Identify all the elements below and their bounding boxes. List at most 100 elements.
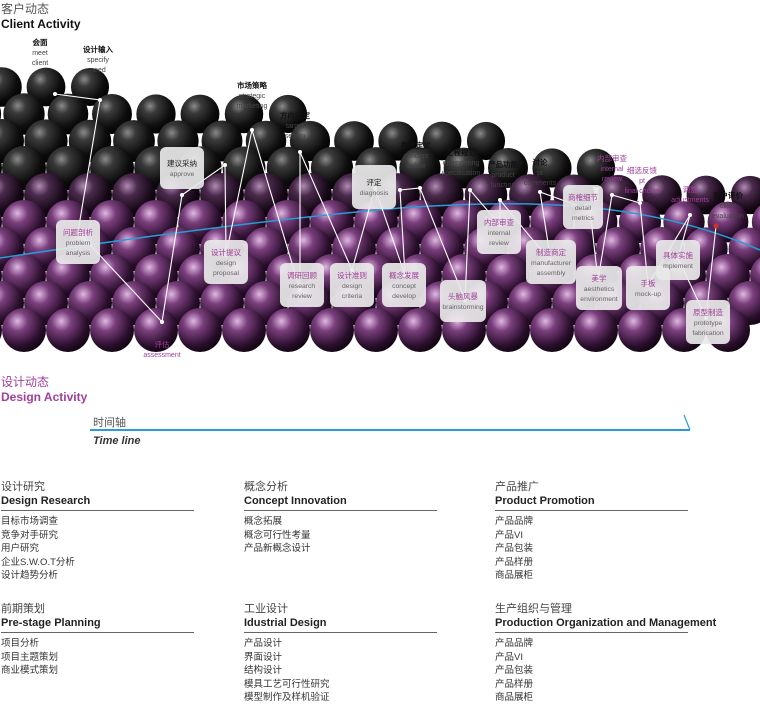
connector-dot bbox=[468, 188, 472, 192]
section-title-en: Product Promotion bbox=[495, 495, 595, 507]
section-title-cn: 概念分析 bbox=[244, 481, 288, 493]
section-item: 概念拓展 bbox=[244, 516, 283, 527]
activity-box-text: metrics bbox=[572, 215, 595, 222]
client-node-text: assessment bbox=[143, 352, 180, 359]
connector-dot bbox=[160, 320, 164, 324]
section-title-cn: 工业设计 bbox=[244, 603, 288, 615]
section-item: 用户研究 bbox=[1, 543, 40, 554]
client-node-text: meet bbox=[32, 50, 48, 57]
sphere bbox=[310, 308, 354, 352]
activity-box-text: 具体实施 bbox=[663, 250, 693, 260]
client-node-text: marketing bbox=[237, 103, 268, 110]
client-node-text: comments bbox=[524, 180, 557, 187]
client-node-text: 概念定义 bbox=[401, 140, 431, 150]
activity-box-bg bbox=[477, 210, 521, 254]
activity-box-text: 制造商定 bbox=[536, 247, 566, 257]
client-node-text: need bbox=[90, 67, 106, 74]
section-item: 竞争对手研究 bbox=[1, 529, 59, 541]
section-title-en: Production Organization and Management bbox=[495, 617, 717, 629]
section-item: 项目主题策划 bbox=[1, 651, 59, 663]
activity-box-text: detail bbox=[575, 205, 592, 212]
client-node-text: internal bbox=[601, 166, 624, 173]
section-item: 目标市场调查 bbox=[1, 516, 59, 527]
client-node-text: specification bbox=[442, 170, 481, 177]
client-node-text: target bbox=[286, 123, 304, 130]
section-title-en: Design Research bbox=[1, 495, 91, 507]
section-item: 商品展柜 bbox=[495, 570, 534, 581]
client-node-text: 内部审查 bbox=[597, 153, 627, 163]
timeline-label-en: Time line bbox=[93, 435, 141, 447]
activity-box-bg bbox=[576, 266, 622, 310]
sphere bbox=[266, 308, 310, 352]
connector-path bbox=[54, 93, 717, 324]
section-item: 模具工艺可行性研究 bbox=[244, 678, 330, 690]
client-node-text: client bbox=[32, 60, 48, 67]
client-node-text: define bbox=[406, 163, 425, 170]
activity-box-text: 设计准则 bbox=[337, 270, 367, 280]
activity-box-text: aesthetics bbox=[584, 286, 615, 293]
sphere bbox=[46, 308, 90, 352]
section-industrial-design: 工业设计 Idustrial Design 产品设计界面设计结构设计模具工艺可行… bbox=[244, 600, 437, 705]
sphere bbox=[70, 67, 110, 107]
design-activity-title-cn: 设计动态 bbox=[1, 375, 50, 389]
client-node-text: 产品功能 bbox=[488, 159, 518, 169]
client-node-text: 讨论 bbox=[533, 157, 548, 167]
section-concept-innovation: 概念分析 Concept Innovation 概念拓展概念可行性考量产品新概念… bbox=[244, 478, 437, 556]
section-item: 设计趋势分析 bbox=[1, 570, 59, 581]
sphere bbox=[0, 158, 2, 178]
client-node-text: concept bbox=[404, 153, 429, 160]
sphere bbox=[134, 308, 178, 352]
client-node-text: 设计输入 bbox=[83, 44, 113, 54]
activity-box-text: problem bbox=[66, 240, 91, 247]
sphere bbox=[90, 308, 134, 352]
client-node-text: client bbox=[720, 203, 736, 210]
sphere bbox=[422, 121, 462, 161]
activity-box-text: manufacturer bbox=[531, 260, 572, 267]
section-item: 模型制作及样机验证 bbox=[244, 692, 330, 703]
sphere bbox=[268, 94, 308, 134]
section-item: 商业模式策划 bbox=[1, 665, 59, 676]
sphere-field bbox=[0, 67, 760, 352]
activity-box-bg bbox=[204, 240, 248, 284]
activity-box-bg bbox=[382, 263, 426, 307]
activity-box-text: fabrication bbox=[692, 330, 724, 337]
section-item: 产品包装 bbox=[495, 665, 534, 676]
client-node-text: specify bbox=[87, 57, 109, 64]
timeline-arrow bbox=[90, 414, 691, 431]
section-item: 产品样册 bbox=[495, 556, 534, 568]
activity-box-bg bbox=[656, 240, 700, 280]
activity-box-text: 问题剖析 bbox=[63, 227, 93, 237]
activity-box-text: 调研回顾 bbox=[287, 271, 317, 280]
activity-box-text: review bbox=[292, 293, 312, 300]
section-title-en: Idustrial Design bbox=[244, 617, 327, 629]
client-node-text: 方向选定 bbox=[280, 110, 310, 120]
connector-dot bbox=[610, 193, 614, 197]
activity-box-text: mplement bbox=[663, 263, 693, 270]
connector-dot bbox=[250, 128, 254, 132]
client-activity-header: 客户动态 Client Activity bbox=[1, 0, 81, 31]
sphere bbox=[222, 308, 266, 352]
section-item-list: 目标市场调查竞争对手研究用户研究企业S.W.O.T分析设计趋势分析 bbox=[1, 515, 194, 583]
section-divider bbox=[1, 510, 194, 511]
activity-box-text: 评定 bbox=[367, 177, 382, 187]
sphere bbox=[466, 121, 506, 161]
section-title-en: Pre-stage Planning bbox=[1, 617, 101, 629]
design-activity-title-en: Design Activity bbox=[1, 390, 88, 404]
client-node-text: 评估 bbox=[155, 339, 170, 349]
